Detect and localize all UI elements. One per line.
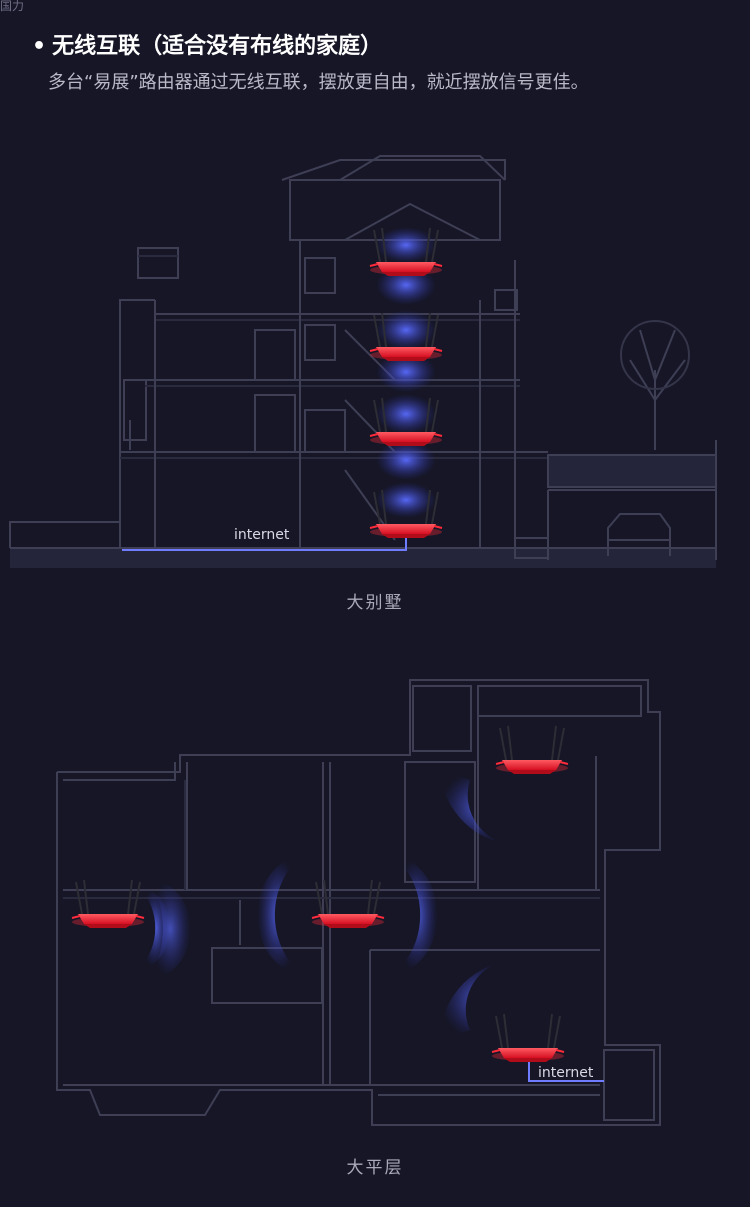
section-title: •无线互联（适合没有布线的家庭）	[32, 28, 382, 60]
section-subtitle: 多台“易展”路由器通过无线互联，摆放更自由，就近摆放信号更佳。	[48, 72, 589, 93]
bullet: •	[32, 34, 47, 59]
flat-floorplan	[56, 679, 661, 1126]
section-title-text: 无线互联（适合没有布线的家庭）	[52, 34, 383, 59]
villa-internet-label: internet	[234, 527, 290, 543]
villa-illustration	[9, 155, 717, 568]
flat-router-south	[491, 1013, 565, 1063]
flat-internet-wire	[528, 1062, 604, 1082]
flat-router-north	[495, 725, 569, 775]
corner-text: 国力	[0, 0, 25, 13]
villa-internet-wire	[122, 534, 407, 551]
flat-internet-label: internet	[538, 1065, 594, 1081]
flat-signal-waves	[140, 770, 520, 1040]
villa-caption: 大别墅	[346, 593, 404, 613]
flat-router-west	[71, 879, 145, 929]
flat-caption: 大平层	[346, 1158, 404, 1178]
